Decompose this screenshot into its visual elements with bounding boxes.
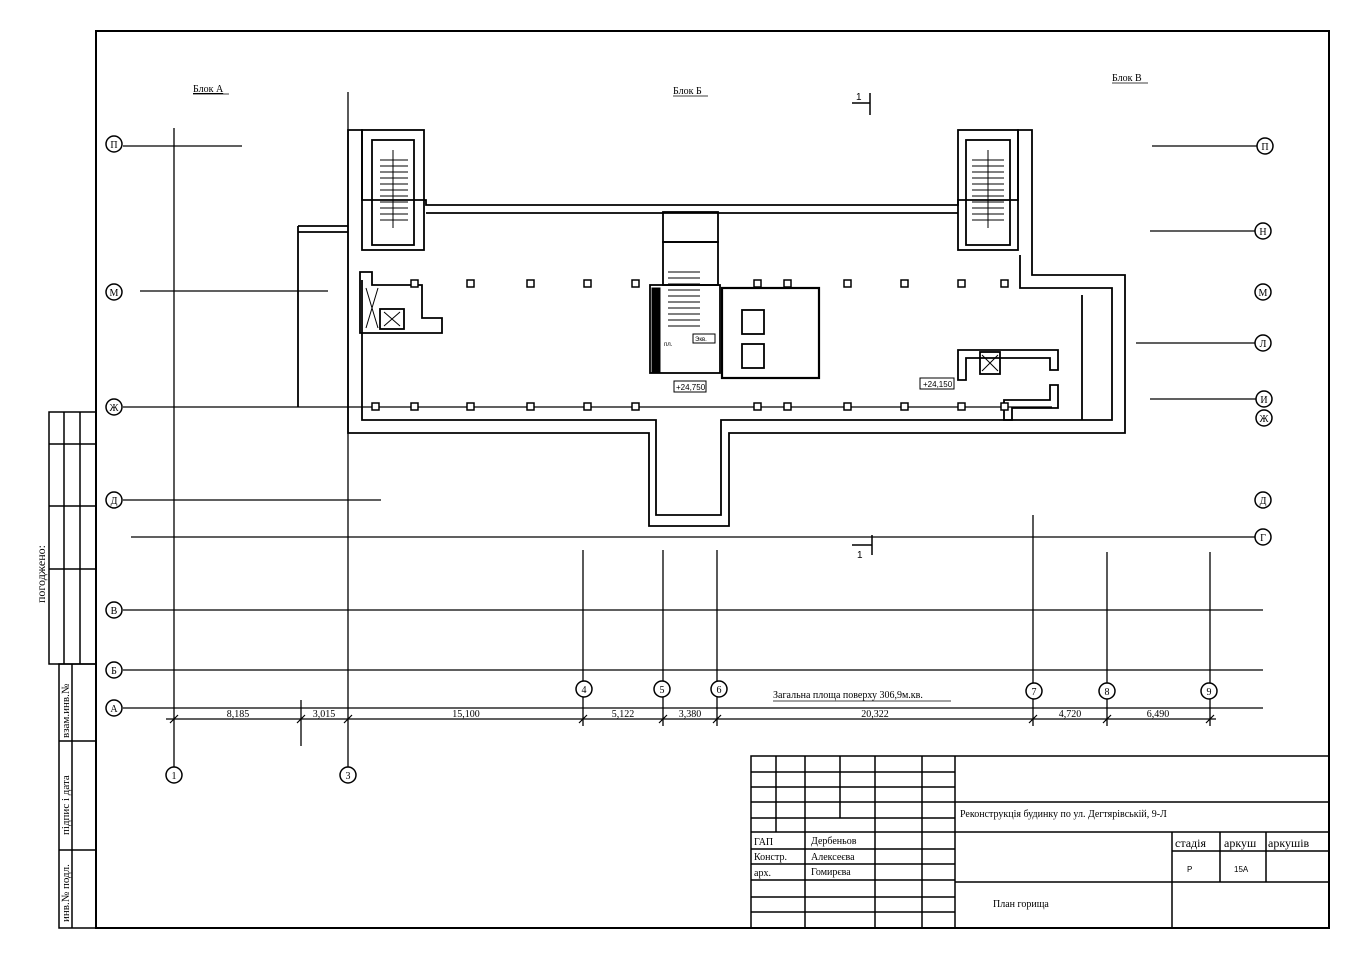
axis-bubble-col-1: [165, 766, 183, 784]
axis-label-zh-left: Ж: [110, 403, 119, 414]
axis-bubble-col-8: [1098, 682, 1116, 700]
axis-bubble-v-left: [105, 601, 123, 619]
sheets-label: аркушів: [1268, 836, 1310, 850]
axis-label-zh-right: Ж: [1260, 414, 1269, 425]
project-title: Реконструкція будинку по ул. Дегтярівськ…: [960, 809, 1167, 820]
block-a-label: Блок А: [193, 84, 224, 95]
axis-label-n-right: Н: [1259, 227, 1266, 238]
axis-bubble-a-left: [105, 699, 123, 717]
axis-label-v-left: В: [111, 606, 118, 617]
axis-bubble-p-left: [105, 135, 123, 153]
dimension-value-6: 20,322: [861, 709, 889, 720]
stage-label: стадія: [1175, 836, 1206, 850]
axis-bubble-n-right: [1254, 222, 1272, 240]
level-tag-left: +24,750: [676, 383, 706, 392]
axis-bubble-g-right: [1254, 528, 1272, 546]
axis-label-p-left: П: [110, 140, 117, 151]
dimension-value-2: 3,015: [313, 709, 336, 720]
side-stamp: [48, 411, 97, 929]
sheet-label: аркуш: [1224, 836, 1257, 850]
dimension-value-4: 5,122: [612, 709, 635, 720]
dimension-chain: [166, 714, 1216, 724]
axis-bubble-zh-right: [1255, 409, 1273, 427]
role-gap: ГАП: [754, 837, 773, 848]
section-mark-top: [852, 93, 871, 115]
section-mark-top-label: 1: [856, 92, 862, 103]
axis-bubble-b-left: [105, 661, 123, 679]
dimension-value-1: 8,185: [227, 709, 250, 720]
level-tag-right-box: [919, 377, 955, 390]
axis-label-col-1: 1: [172, 771, 177, 782]
dimension-value-7: 4,720: [1059, 709, 1082, 720]
stair-treads: [365, 150, 1004, 373]
role-constr: Констр.: [754, 852, 787, 863]
stage-value: Р: [1187, 865, 1192, 874]
axis-label-d-right: Д: [1260, 496, 1267, 507]
name-arch: Гомирєва: [811, 867, 851, 878]
axis-bubble-col-3: [339, 766, 357, 784]
axis-bubble-m-left: [105, 283, 123, 301]
name-gap: Дербеньов: [811, 836, 857, 847]
axis-label-p-right: П: [1261, 142, 1268, 153]
stamp-replaced-inv: взам.инв.№: [60, 683, 72, 738]
name-constr: Алексеєва: [811, 852, 855, 863]
room-tag-2-box: [692, 333, 716, 344]
level-tag-left-box: [673, 380, 707, 393]
axis-label-col-5: 5: [660, 685, 665, 696]
section-mark-bottom-label: 1: [857, 550, 863, 561]
axis-lines: [123, 92, 1263, 767]
floor-area-note: Загальна площа поверху 306,9м.кв.: [773, 690, 923, 701]
dimension-value-8: 6,490: [1147, 709, 1170, 720]
dimension-value-3: 15,100: [452, 709, 480, 720]
axis-label-col-7: 7: [1032, 687, 1037, 698]
axis-bubble-col-5: [653, 680, 671, 698]
axis-bubble-zh-left: [105, 398, 123, 416]
axis-label-a-left: А: [110, 704, 118, 715]
axis-bubble-p-right: [1256, 137, 1274, 155]
room-tag-2: Экв.: [695, 337, 707, 343]
dimension-value-5: 3,380: [679, 709, 702, 720]
stamp-agreed: погоджено:: [34, 545, 48, 603]
sheet-value: 15А: [1234, 865, 1249, 874]
sheet-title: План горища: [993, 899, 1049, 910]
axis-label-col-8: 8: [1105, 687, 1110, 698]
axis-bubble-col-9: [1200, 682, 1218, 700]
axis-bubble-col-4: [575, 680, 593, 698]
axis-bubble-i-right: [1255, 390, 1273, 408]
stamp-inv-original: инв.№ подл.: [60, 864, 72, 922]
axis-label-l-right: Л: [1260, 339, 1267, 350]
axis-bubble-d-right: [1254, 491, 1272, 509]
axis-label-d-left: Д: [111, 496, 118, 507]
level-tag-right: +24,150: [923, 380, 953, 389]
axis-label-m-left: М: [110, 288, 119, 299]
axis-bubble-col-6: [710, 680, 728, 698]
axis-label-col-6: 6: [717, 685, 722, 696]
section-mark-bottom: [852, 535, 873, 555]
role-arch: арх.: [754, 868, 771, 879]
axis-label-col-4: 4: [582, 685, 587, 696]
room-tag-1: пл.: [664, 342, 673, 348]
block-b-label: Блок Б: [673, 86, 702, 97]
title-block: [750, 755, 1330, 929]
axis-label-g-right: Г: [1260, 533, 1266, 544]
floor-plan: [297, 129, 1126, 527]
axis-label-i-right: И: [1260, 395, 1267, 406]
axis-label-col-3: 3: [346, 771, 351, 782]
axis-bubble-col-7: [1025, 682, 1043, 700]
axis-bubble-d-left: [105, 491, 123, 509]
sheet-frame: [95, 30, 1330, 929]
axis-label-b-left: Б: [111, 666, 117, 677]
axis-label-col-9: 9: [1207, 687, 1212, 698]
block-c-label: Блок В: [1112, 73, 1142, 84]
axis-bubble-l-right: [1254, 334, 1272, 352]
stamp-sign-date: підпис і дата: [60, 775, 72, 835]
axis-label-m-right: М: [1259, 288, 1268, 299]
column-markers: [371, 279, 1009, 411]
axis-bubble-m-right: [1254, 283, 1272, 301]
